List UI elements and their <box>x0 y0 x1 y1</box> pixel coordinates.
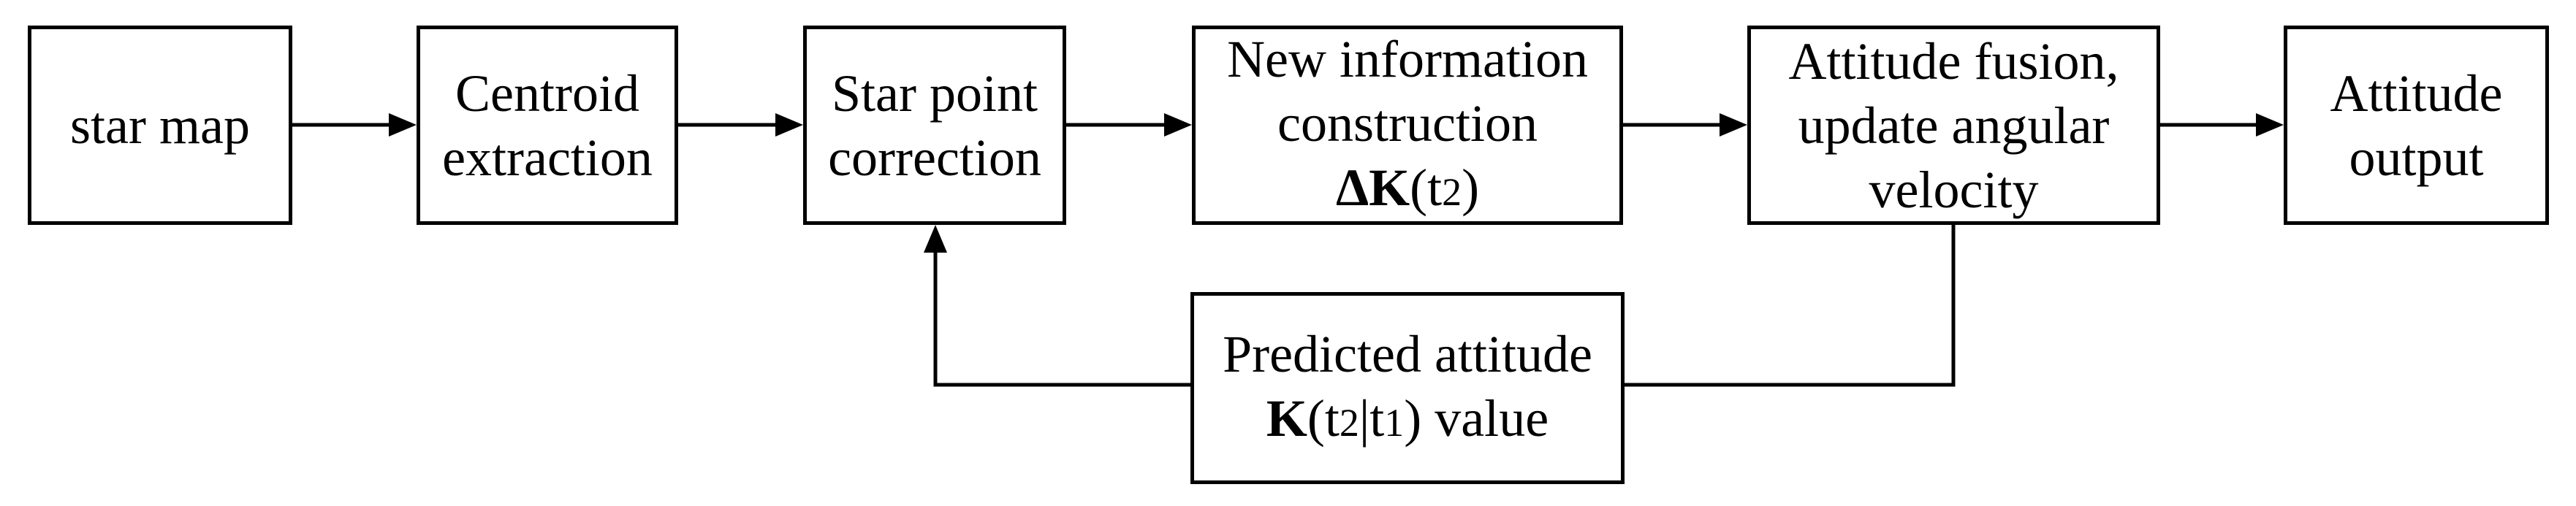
box-star-map: star map <box>28 26 292 225</box>
box-label-line: extraction <box>442 126 653 190</box>
label-segment: 2 <box>1339 400 1359 445</box>
label-segment: 1 <box>1384 400 1405 445</box>
label-segment: ) value <box>1404 388 1549 448</box>
label-segment: update angular <box>1798 96 2110 155</box>
label-segment: velocity <box>1869 160 2039 219</box>
label-segment: output <box>2349 128 2484 187</box>
box-label-line: ΔK(t2) <box>1336 156 1479 224</box>
box-label-line: update angular <box>1798 93 2110 158</box>
label-segment: extraction <box>442 128 653 187</box>
label-segment: correction <box>828 128 1041 187</box>
label-segment: (t <box>1307 388 1340 448</box>
label-segment: (t <box>1410 158 1443 217</box>
arrowhead-to-new-info <box>1164 113 1192 137</box>
box-label-line: New information <box>1227 27 1588 91</box>
label-segment: ) <box>1462 158 1480 217</box>
label-segment: 2 <box>1442 169 1462 214</box>
arrowhead-to-fusion <box>1720 113 1747 137</box>
box-label-line: construction <box>1277 91 1538 156</box>
label-segment: Predicted attitude <box>1223 324 1592 383</box>
box-label-line: Star point <box>832 61 1038 126</box>
box-label-line: Predicted attitude <box>1223 322 1592 386</box>
box-label-line: K(t2|t1) value <box>1266 386 1549 455</box>
edge-predicted-to-star-point-line <box>933 250 1190 387</box>
label-segment: K <box>1266 388 1307 448</box>
label-segment: Attitude fusion, <box>1788 31 2119 91</box>
label-segment: Centroid <box>455 64 639 123</box>
label-segment: star map <box>70 96 250 155</box>
box-label-line: output <box>2349 126 2483 190</box>
arrowhead-to-star-point <box>775 113 803 137</box>
label-segment: ΔK <box>1335 158 1410 217</box>
label-segment: New information <box>1227 29 1588 88</box>
arrowhead-to-centroid <box>389 113 417 137</box>
label-segment: Attitude <box>2330 64 2503 123</box>
box-label-line: Attitude fusion, <box>1789 29 2119 93</box>
label-segment: |t <box>1359 388 1385 448</box>
edge-fusion-to-predicted-line <box>1625 225 1956 387</box>
box-label-line: Centroid <box>455 61 639 126</box>
label-segment: Star point <box>832 64 1038 123</box>
arrowhead-feedback-to-star-point <box>924 225 947 253</box>
box-label-line: velocity <box>1869 158 2039 222</box>
box-label-line: star map <box>70 93 250 158</box>
box-label-line: correction <box>828 126 1041 190</box>
box-label-line: Attitude <box>2330 61 2503 126</box>
arrowhead-to-output <box>2256 113 2284 137</box>
label-segment: construction <box>1277 93 1538 153</box>
